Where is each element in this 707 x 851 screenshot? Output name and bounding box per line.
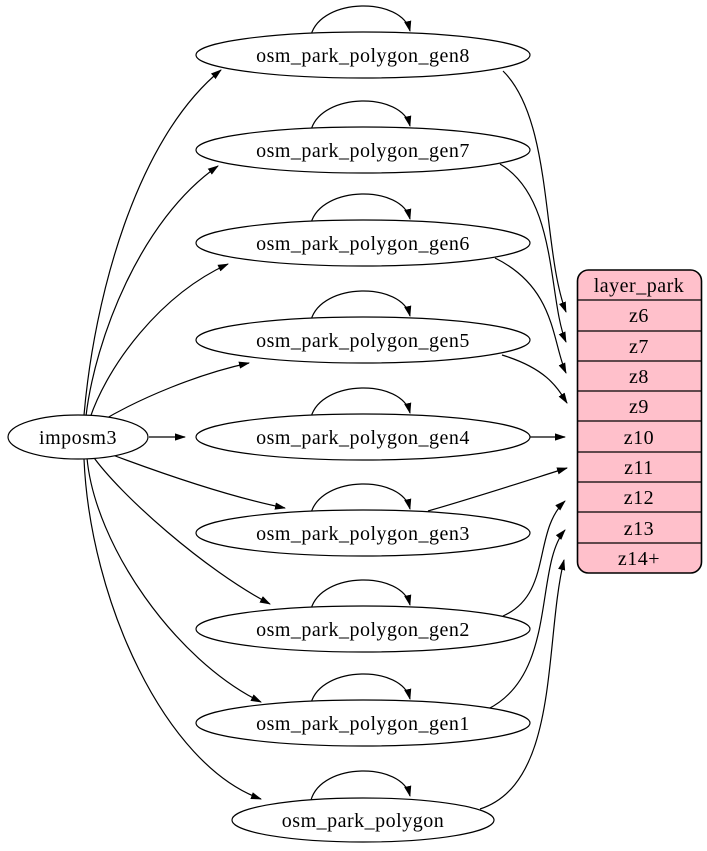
edge-gen2-to-z12 <box>502 500 566 617</box>
layer-row-z7: z7 <box>629 336 649 358</box>
self-loop-polygon <box>310 770 412 801</box>
layer-row-z9: z9 <box>629 396 649 418</box>
edge-imposm3-to-gen2 <box>91 454 271 605</box>
node-osm-park-polygon-gen3: osm_park_polygon_gen3 <box>195 509 531 557</box>
node-imposm3: imposm3 <box>7 414 149 460</box>
node-gen4-shape <box>195 413 531 461</box>
node-gen1-label: osm_park_polygon_gen1 <box>256 713 470 735</box>
edge-polygon-to-z14plus <box>479 559 566 810</box>
edge-imposm3-to-gen5 <box>99 361 250 423</box>
edge-gen1-to-z13 <box>487 529 566 710</box>
node-gen3-label: osm_park_polygon_gen3 <box>256 523 470 545</box>
self-loop-gen1 <box>310 673 412 704</box>
self-loop-gen5 <box>310 290 412 321</box>
node-gen7-label: osm_park_polygon_gen7 <box>256 140 470 162</box>
layer-row-z14plus: z14+ <box>618 548 660 570</box>
edge-imposm3-to-gen8 <box>83 69 222 416</box>
node-gen6-label: osm_park_polygon_gen6 <box>256 233 470 255</box>
edges-from-imposm3 <box>83 69 286 800</box>
node-osm-park-polygon-gen1: osm_park_polygon_gen1 <box>195 699 531 747</box>
node-osm-park-polygon-gen4: osm_park_polygon_gen4 <box>195 413 531 461</box>
layer-row-z13: z13 <box>624 518 654 540</box>
layer-row-z11: z11 <box>624 457 654 479</box>
layer-row-z6: z6 <box>629 305 649 327</box>
node-gen3-shape <box>195 509 531 557</box>
layer-park-title: layer_park <box>594 275 685 297</box>
edges-to-layer-park <box>427 70 568 810</box>
edge-gen5-to-z9 <box>501 354 568 404</box>
node-gen6-shape <box>195 219 531 267</box>
node-osm-park-polygon-gen8: osm_park_polygon_gen8 <box>195 31 531 79</box>
self-loop-gen4 <box>310 387 412 418</box>
edge-imposm3-to-gen3 <box>101 450 286 510</box>
layer-row-z12: z12 <box>624 487 654 509</box>
node-gen8-label: osm_park_polygon_gen8 <box>256 45 470 67</box>
edge-gen3-to-z11 <box>427 467 568 512</box>
edge-imposm3-to-polygon <box>83 458 262 800</box>
node-gen2-shape <box>195 605 531 653</box>
layer-row-z8: z8 <box>629 366 649 388</box>
self-loop-gen2 <box>310 579 412 610</box>
node-gen2-label: osm_park_polygon_gen2 <box>256 619 470 641</box>
node-osm-park-polygon-gen5: osm_park_polygon_gen5 <box>195 316 531 364</box>
node-imposm3-label: imposm3 <box>39 427 117 449</box>
node-gen7-shape <box>195 126 531 174</box>
edge-gen6-to-z8 <box>494 257 567 374</box>
node-polygon-label: osm_park_polygon <box>282 810 444 832</box>
self-loop-gen3 <box>310 483 412 514</box>
node-gen4-label: osm_park_polygon_gen4 <box>256 427 470 449</box>
edge-gen8-to-z6 <box>502 70 567 313</box>
edge-gen7-to-z7 <box>499 163 567 343</box>
self-loop-gen8 <box>310 5 412 36</box>
edge-imposm3-to-gen1 <box>86 457 262 703</box>
node-osm-park-polygon-gen7: osm_park_polygon_gen7 <box>195 126 531 174</box>
node-polygon-shape <box>231 797 495 843</box>
node-gen5-shape <box>195 316 531 364</box>
layer-row-z10: z10 <box>624 427 654 449</box>
node-gen8-shape <box>195 31 531 79</box>
node-osm-park-polygon-gen6: osm_park_polygon_gen6 <box>195 219 531 267</box>
node-osm-park-polygon: osm_park_polygon <box>231 797 495 843</box>
node-imposm3-shape <box>7 414 149 460</box>
node-gen5-label: osm_park_polygon_gen5 <box>256 330 470 352</box>
self-loop-gen7 <box>310 100 412 131</box>
self-loop-gen6 <box>310 193 412 224</box>
edge-imposm3-to-gen7 <box>85 165 219 417</box>
edge-imposm3-to-gen6 <box>89 263 229 419</box>
layer-park-table: layer_park z6 z7 z8 z9 z10 z11 z12 z13 z… <box>576 269 703 574</box>
self-loop-edges <box>310 5 412 801</box>
node-gen1-shape <box>195 699 531 747</box>
node-osm-park-polygon-gen2: osm_park_polygon_gen2 <box>195 605 531 653</box>
